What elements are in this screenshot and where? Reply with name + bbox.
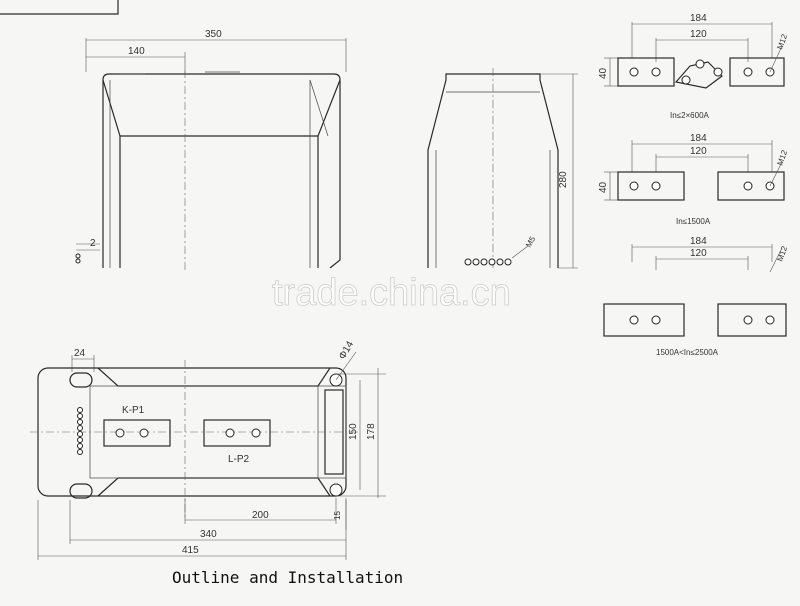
frame-corner [0,0,119,15]
dim-15: 15 [333,511,342,520]
dim-2: 2 [90,238,96,249]
drawing-caption: Outline and Installation [172,568,403,587]
terminal-m5-label: M5 [524,234,538,249]
dim-415: 415 [182,545,199,556]
front-view: 350 140 2 [75,29,347,272]
terminal-strip [77,407,83,455]
busbar1-caption: In≤2×600A [670,111,710,120]
busbar1-bolt: M12 [775,32,789,50]
label-lp2: L-P2 [228,454,250,465]
busbar3-caption: 1500A<In≤2500A [656,348,719,357]
busbar-detail-2: 184 120 40 M12 In≤1500A [598,133,789,226]
busbar3-bolt: M12 [775,244,789,262]
busbar3-dim-120: 120 [690,248,707,259]
busbar1-dim-184: 184 [690,13,707,24]
terminal-lp2 [203,419,271,447]
busbar2-dim-184: 184 [690,133,707,144]
dim-340: 340 [200,529,217,540]
busbar-detail-1: 184 120 40 M12 In≤2×600A [598,13,789,120]
side-view: 280 M5 [427,68,578,272]
watermark: trade.china.cn [272,272,511,314]
dim-280: 280 [558,171,569,188]
plan-view: 24 Φ14 K-P1 [30,339,386,560]
busbar-detail-3: 184 120 M12 1500A<In≤2500A [603,236,789,357]
dim-140: 140 [128,46,145,57]
busbar2-dim-120: 120 [690,146,707,157]
dim-350: 350 [205,29,222,40]
busbar2-caption: In≤1500A [676,217,711,226]
busbar3-dim-184: 184 [690,236,707,247]
dim-200: 200 [252,510,269,521]
dim-24: 24 [74,348,86,359]
busbar1-dim-40: 40 [598,67,609,79]
dim-150: 150 [348,423,359,440]
label-kp1: K-P1 [122,405,145,416]
dim-178: 178 [366,423,377,440]
busbar2-dim-40: 40 [598,181,609,193]
hole-diameter-label: Φ14 [337,339,356,361]
busbar1-dim-120: 120 [690,29,707,40]
terminal-kp1 [103,419,171,447]
busbar2-bolt: M12 [775,148,789,166]
